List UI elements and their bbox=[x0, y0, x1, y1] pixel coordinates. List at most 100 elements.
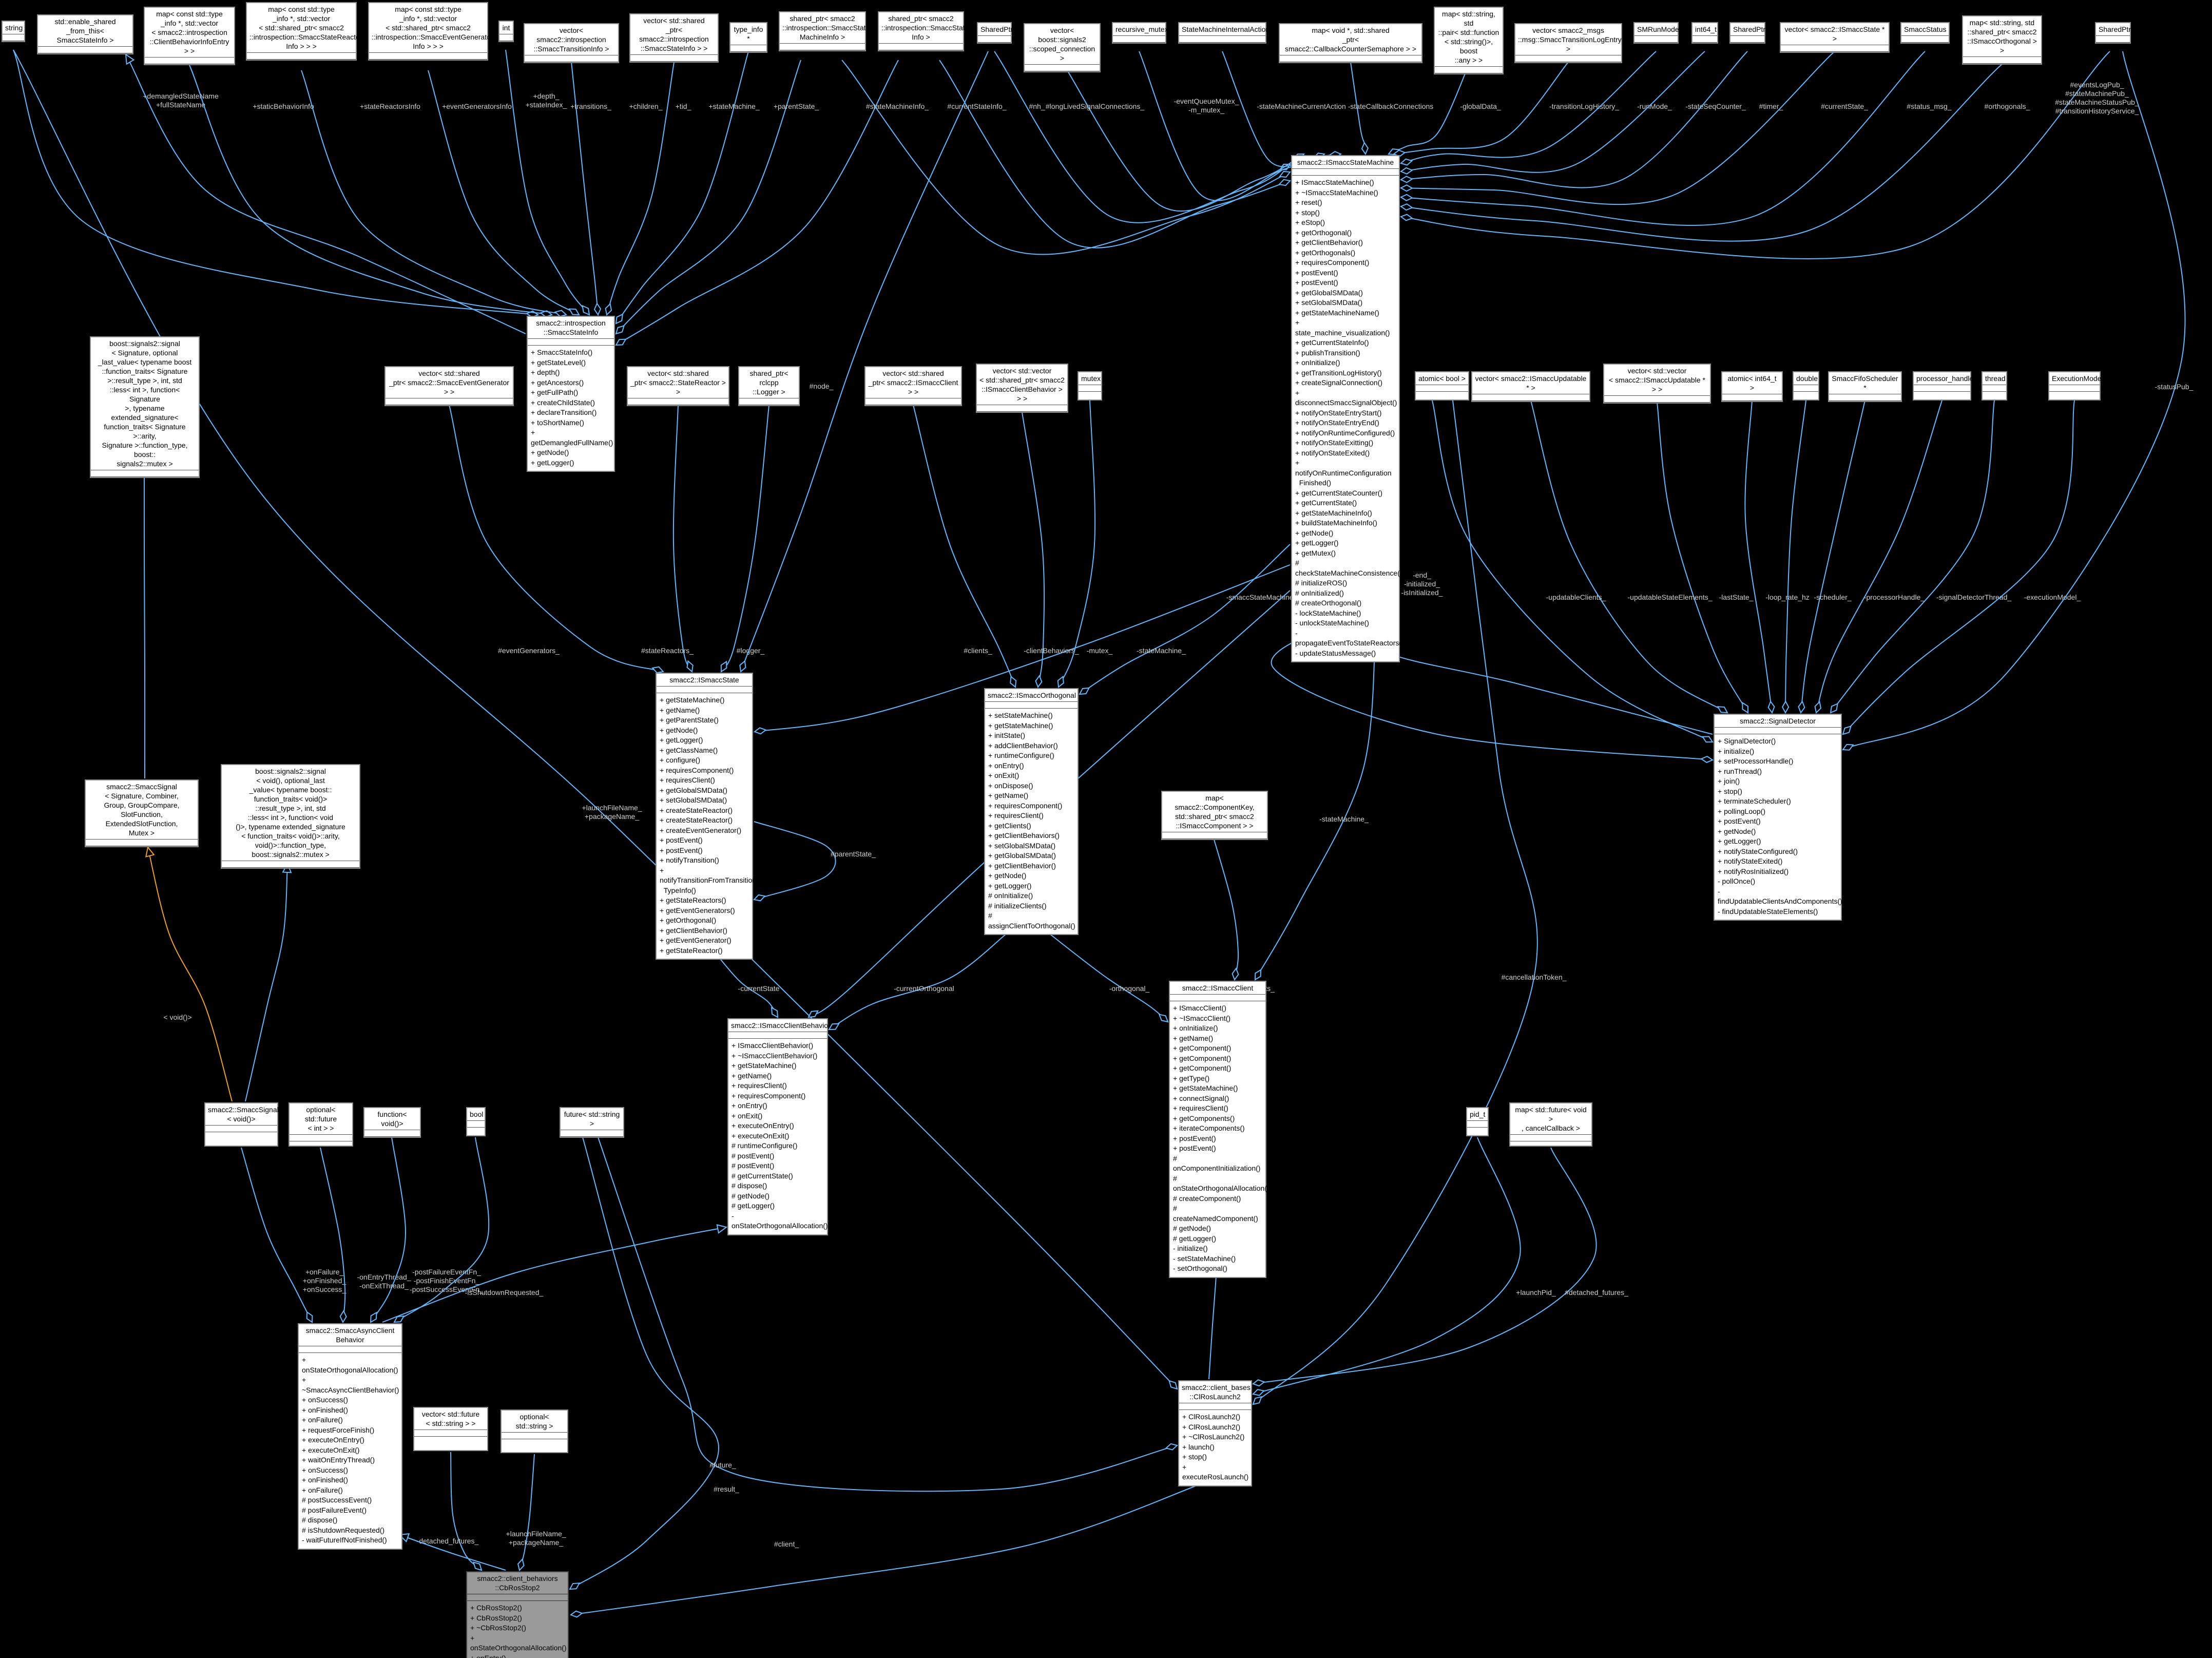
attributes-compartment bbox=[1914, 385, 1970, 392]
class-node-cb-ros-stop2[interactable]: smacc2::client_behaviors ::CbRosStop2+ C… bbox=[466, 1571, 569, 1658]
class-node-vector-ismacc-state[interactable]: vector< smacc2::ISmaccState * > bbox=[1780, 22, 1890, 53]
edge-label-state-callback-connections: -stateCallbackConnections bbox=[1348, 102, 1434, 110]
class-node-map-state-reactor-info[interactable]: map< const std::type _info *, std::vecto… bbox=[246, 2, 362, 61]
class-node-map-event-generator-info[interactable]: map< const std::type _info *, std::vecto… bbox=[368, 2, 493, 61]
class-node-optional-future-int[interactable]: optional< std::future < int > > bbox=[288, 1102, 353, 1147]
class-node-ismacc-client-behavior[interactable]: smacc2::ISmaccClientBehavior+ ISmaccClie… bbox=[727, 1018, 831, 1235]
aggregation-diamond-icon bbox=[1782, 700, 1790, 714]
attributes-compartment bbox=[86, 840, 198, 846]
edge-updatable-state-elements bbox=[1657, 402, 1748, 713]
class-node-smacc-async-client-behavior[interactable]: smacc2::SmaccAsyncClient Behavior+ onSta… bbox=[298, 1323, 402, 1550]
class-node-vector-ismacc-client-ptr[interactable]: vector< std::shared _ptr< smacc2::ISmacc… bbox=[864, 366, 962, 406]
class-node-vector-state-info-ptr[interactable]: vector< std::shared _ptr< smacc2::intros… bbox=[629, 13, 719, 63]
class-node-future-string[interactable]: future< std::string > bbox=[560, 1107, 624, 1138]
edge-label-state-machine-info: #stateMachineInfo_ bbox=[866, 102, 929, 110]
class-node-bool[interactable]: bool bbox=[466, 1107, 486, 1136]
class-node-ismacc-state[interactable]: smacc2::ISmaccState+ getStateMachine() +… bbox=[656, 673, 757, 960]
class-node-mutex[interactable]: mutex bbox=[1078, 371, 1102, 401]
class-node-vector-ismacc-updatable[interactable]: vector< smacc2::ISmaccUpdatable * > bbox=[1471, 371, 1590, 402]
edge-label-processor-handle-edge: -processorHandle_ bbox=[1864, 593, 1925, 601]
edge-current-state bbox=[1400, 51, 1835, 205]
attributes-compartment bbox=[145, 58, 234, 64]
edge-parent-state-loop bbox=[754, 821, 836, 900]
class-node-map-future-cancel-callback[interactable]: map< std::future< void > , cancelCallbac… bbox=[1509, 1102, 1592, 1147]
methods-compartment bbox=[205, 1132, 277, 1146]
class-node-smacc-state-info[interactable]: smacc2::introspection ::SmaccStateInfo+ … bbox=[527, 316, 615, 472]
class-node-vector-transition-log-entry[interactable]: vector< smacc2_msgs ::msg::SmaccTransiti… bbox=[1514, 23, 1622, 63]
class-node-smacc-status[interactable]: SmaccStatus bbox=[1900, 22, 1950, 44]
class-node-shared-ptr-node[interactable]: SharedPtr bbox=[977, 22, 1013, 44]
class-node-int64-t[interactable]: int64_t bbox=[1691, 22, 1718, 44]
class-node-vector-event-generator[interactable]: vector< std::shared _ptr< smacc2::SmaccE… bbox=[384, 366, 514, 406]
methods-compartment: + getStateMachine() + getName() + getPar… bbox=[660, 696, 757, 955]
class-node-sm-run-mode[interactable]: SMRunMode bbox=[1633, 22, 1679, 44]
methods-compartment: + setStateMachine() + getStateMachine() … bbox=[988, 711, 1075, 930]
class-title: optional< std::future < int > > bbox=[290, 1103, 352, 1135]
class-node-execution-model[interactable]: ExecutionModel bbox=[2048, 371, 2103, 401]
class-node-atomic-int64[interactable]: atomic< int64_t > bbox=[1721, 371, 1783, 402]
class-node-smacc-fifo-scheduler[interactable]: SmaccFifoScheduler * bbox=[1828, 371, 1902, 402]
edge-execution-model-edge bbox=[1842, 400, 2075, 735]
edge-state-reactors-info bbox=[301, 70, 567, 315]
class-node-map-client-behavior-info[interactable]: map< const std::type _info *, std::vecto… bbox=[144, 7, 235, 65]
class-node-shared-ptr-timer[interactable]: SharedPtr bbox=[1729, 22, 1765, 44]
class-node-pid-t[interactable]: pid_t bbox=[1466, 1107, 1489, 1136]
edge-smacc-state-machine-ref bbox=[1271, 617, 1713, 760]
class-node-processor-handle[interactable]: processor_handle bbox=[1913, 371, 1973, 401]
edge-scheduler bbox=[1800, 400, 1865, 713]
edge-label-updatable-state-elements: -updatableStateElements_ bbox=[1628, 593, 1713, 601]
class-node-double[interactable]: double bbox=[1793, 371, 1819, 401]
class-node-thread[interactable]: thread bbox=[1982, 371, 2007, 401]
class-node-int[interactable]: int bbox=[498, 21, 514, 42]
edge-label-current-state: #currentState_ bbox=[1821, 102, 1868, 110]
aggregation-diamond-icon bbox=[1399, 184, 1414, 192]
class-node-vector-vector-ismacc-updatable[interactable]: vector< std::vector < smacc2::ISmaccUpda… bbox=[1603, 364, 1711, 404]
class-node-state-machine-internal-action[interactable]: StateMachineInternalAction bbox=[1178, 22, 1270, 44]
class-node-smacc-signal-void[interactable]: smacc2::SmaccSignal < void()> bbox=[204, 1102, 279, 1147]
class-node-shared-ptr-pubs[interactable]: SharedPtr bbox=[2095, 22, 2131, 44]
class-node-boost-signal-void[interactable]: boost::signals2::signal < void(), option… bbox=[221, 764, 360, 869]
attributes-compartment bbox=[91, 470, 199, 477]
class-node-map-component-key[interactable]: map< smacc2::ComponentKey, std::shared_p… bbox=[1161, 791, 1268, 840]
class-node-vector-future-string[interactable]: vector< std::future < std::string > > bbox=[413, 1407, 488, 1451]
class-node-cl-ros-launch2[interactable]: smacc2::client_bases ::ClRosLaunch2+ ClR… bbox=[1178, 1380, 1252, 1487]
class-node-map-callback-counter-semaphore[interactable]: map< void *, std::shared _ptr< smacc2::C… bbox=[1279, 23, 1422, 63]
edge-label-updatable-clients: -updatableClients_ bbox=[1546, 593, 1606, 601]
attributes-compartment bbox=[1472, 394, 1589, 401]
class-node-vector-client-behavior-ptr[interactable]: vector< std::vector < std::shared_ptr< s… bbox=[976, 364, 1068, 413]
edge-label-demangled-state-name: +demangledStateName+fullStateName bbox=[143, 92, 219, 109]
class-node-smacc-signal-signature[interactable]: smacc2::SmaccSignal < Signature, Combine… bbox=[85, 779, 199, 847]
class-node-recursive-mutex[interactable]: recursive_mutex bbox=[1112, 22, 1168, 44]
edge-label-signal-detector-thread: -signalDetectorThread_ bbox=[1936, 593, 2012, 601]
class-title: SmaccStatus bbox=[1901, 23, 1949, 36]
edge-label-smacc-state-machine-ref: -smaccStateMachine_ bbox=[1226, 593, 1298, 601]
class-node-map-orthogonals[interactable]: map< std::string, std ::shared_ptr< smac… bbox=[1962, 15, 2042, 65]
aggregation-diamond-icon bbox=[1399, 176, 1414, 183]
edge-label-end-initialized: -end_-initialized_-isInitialized_ bbox=[1401, 571, 1443, 597]
aggregation-diamond-icon bbox=[739, 660, 746, 673]
methods-compartment bbox=[1510, 1141, 1591, 1146]
class-node-string[interactable]: string bbox=[2, 21, 25, 42]
class-node-boost-signal-signature[interactable]: boost::signals2::signal < Signature, opt… bbox=[90, 336, 200, 478]
class-node-atomic-bool[interactable]: atomic< bool > bbox=[1415, 371, 1469, 401]
class-node-ismacc-client[interactable]: smacc2::ISmaccClient+ ISmaccClient() + ~… bbox=[1169, 981, 1270, 1278]
class-node-function-void[interactable]: function< void()> bbox=[363, 1107, 421, 1138]
edge-label-global-data: -globalData_ bbox=[1460, 102, 1501, 110]
class-node-signal-detector[interactable]: smacc2::SignalDetector+ SignalDetector()… bbox=[1714, 714, 1842, 921]
class-node-vector-transition-info[interactable]: vector< smacc2::introspection ::SmaccTra… bbox=[524, 23, 619, 63]
class-node-shared-ptr-state-info[interactable]: shared_ptr< smacc2 ::introspection::Smac… bbox=[878, 11, 969, 51]
edge-label-detached-futures-cb: -detached_futures_ bbox=[417, 1537, 479, 1545]
class-node-shared-ptr-state-machine-info[interactable]: shared_ptr< smacc2 ::introspection::Smac… bbox=[779, 11, 870, 51]
inheritance-arrow-icon bbox=[716, 1224, 728, 1234]
edge-current-orthogonal-cb bbox=[829, 933, 1007, 1030]
class-node-optional-string[interactable]: optional< std::string > bbox=[501, 1409, 568, 1453]
class-node-ismacc-state-machine[interactable]: smacc2::ISmaccStateMachine+ ISmaccStateM… bbox=[1291, 155, 1404, 662]
class-node-enable-shared-from-this[interactable]: std::enable_shared _from_this< SmaccStat… bbox=[37, 14, 133, 54]
class-node-ismacc-orthogonal[interactable]: smacc2::ISmaccOrthogonal+ setStateMachin… bbox=[984, 688, 1079, 935]
class-node-shared-ptr-logger[interactable]: shared_ptr< rclcpp ::Logger > bbox=[738, 366, 800, 406]
methods-compartment bbox=[502, 1439, 567, 1452]
class-node-vector-state-reactor[interactable]: vector< std::shared _ptr< smacc2::StateR… bbox=[627, 366, 729, 406]
class-node-type-info[interactable]: type_info * bbox=[729, 22, 767, 53]
class-node-vector-scoped-connection[interactable]: vector< boost::signals2 ::scoped_connect… bbox=[1024, 23, 1101, 72]
class-node-map-global-data[interactable]: map< std::string, std ::pair< std::funct… bbox=[1434, 7, 1504, 74]
